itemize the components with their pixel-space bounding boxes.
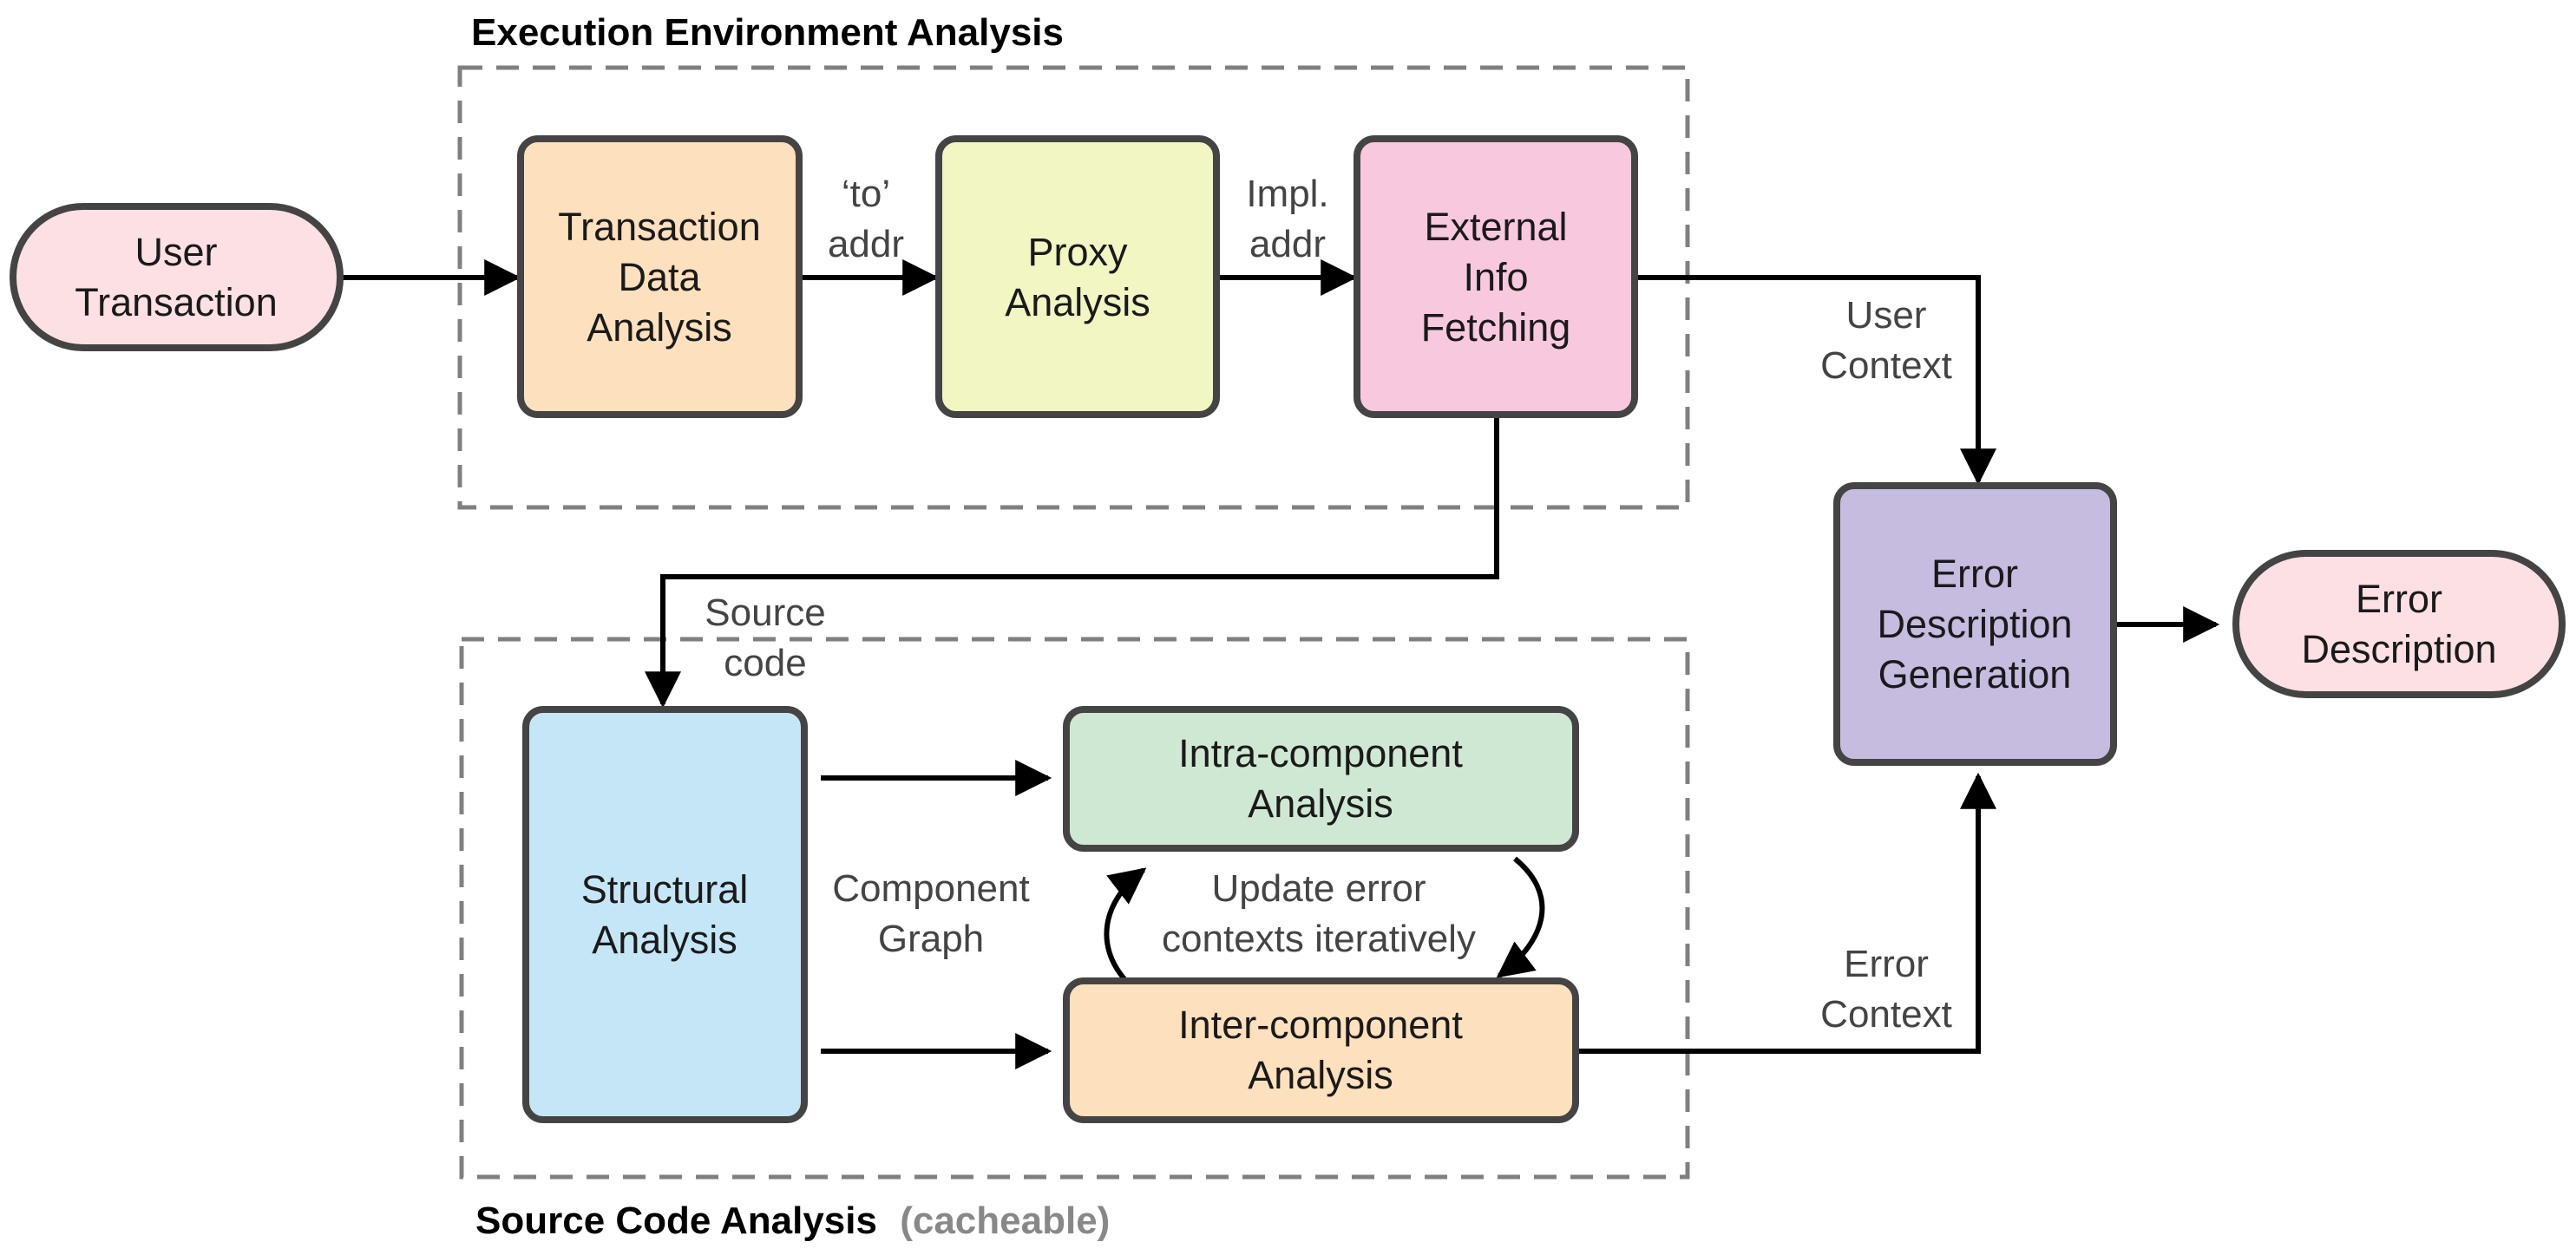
label-to-addr-line: addr: [828, 223, 904, 265]
label-component-graph-line: Graph: [878, 918, 984, 960]
source-code-title-main: Source Code Analysis: [475, 1199, 877, 1242]
label-impl-addr-line: addr: [1249, 223, 1326, 265]
external-info-fetching-label-line: Fetching: [1421, 305, 1571, 350]
edges: [340, 259, 2220, 1069]
intra-component-analysis-label-line: Analysis: [1248, 781, 1393, 826]
source-code-title-note: (cacheable): [900, 1199, 1110, 1242]
error-description-label-line: Description: [2301, 627, 2496, 671]
label-impl-addr: Impl. addr: [1246, 173, 1328, 265]
edge-inter-to-intra-loop: [1104, 867, 1147, 982]
user-transaction-label-line: Transaction: [75, 280, 277, 324]
error-description-generation-label-line: Generation: [1878, 652, 2072, 696]
inter-component-analysis-label-line: Analysis: [1248, 1053, 1393, 1097]
structural-analysis-label-line: Analysis: [592, 918, 737, 962]
label-impl-addr-line: Impl.: [1246, 173, 1328, 215]
transaction-data-analysis-label-line: Transaction: [558, 205, 760, 249]
error-description-generation-label-line: Description: [1877, 602, 2072, 646]
label-component-graph-line: Component: [832, 867, 1029, 910]
label-to-addr: ‘to’ addr: [828, 173, 904, 265]
source-code-group: [459, 637, 1690, 1180]
label-source-code-line: Source: [705, 592, 825, 634]
edge-external-to-structural: [645, 418, 1499, 709]
label-to-addr-line: ‘to’: [842, 173, 890, 215]
transaction-data-analysis-label-line: Analysis: [587, 305, 732, 350]
error-description-generation-label-line: Error: [1931, 552, 2018, 596]
label-update-error-contexts-line: contexts iteratively: [1162, 918, 1476, 960]
edge-inter-to-error-generation: [1576, 772, 1996, 1054]
edge-external-to-error-generation: [1635, 275, 1996, 486]
external-info-fetching-label-line: External: [1424, 205, 1567, 249]
edge-intra-to-inter-loop: [1496, 856, 1545, 978]
label-user-context-line: User: [1846, 294, 1927, 337]
structural-analysis-label-line: Structural: [581, 867, 749, 912]
label-source-code-line: code: [724, 642, 806, 684]
external-info-fetching-label-line: Info: [1463, 255, 1528, 299]
execution-environment-group: [457, 65, 1690, 510]
intra-component-analysis-label-line: Intra-component: [1178, 731, 1463, 775]
source-code-title: Source Code Analysis (cacheable): [475, 1199, 1110, 1242]
label-update-error-contexts: Update error contexts iteratively: [1162, 867, 1476, 960]
transaction-data-analysis-label-line: Data: [618, 255, 701, 299]
inter-component-analysis-label-line: Inter-component: [1178, 1003, 1463, 1047]
label-user-context-line: Context: [1820, 344, 1952, 387]
proxy-analysis-label-line: Proxy: [1027, 230, 1128, 274]
label-source-code: Source code: [705, 592, 825, 684]
label-error-context-line: Error: [1844, 943, 1929, 985]
execution-environment-title: Execution Environment Analysis: [471, 11, 1064, 54]
user-transaction-label-line: User: [134, 230, 217, 274]
proxy-analysis-label-line: Analysis: [1005, 280, 1150, 324]
label-error-context-line: Context: [1820, 993, 1952, 1036]
label-update-error-contexts-line: Update error: [1211, 867, 1426, 910]
error-description-label-line: Error: [2356, 577, 2442, 621]
